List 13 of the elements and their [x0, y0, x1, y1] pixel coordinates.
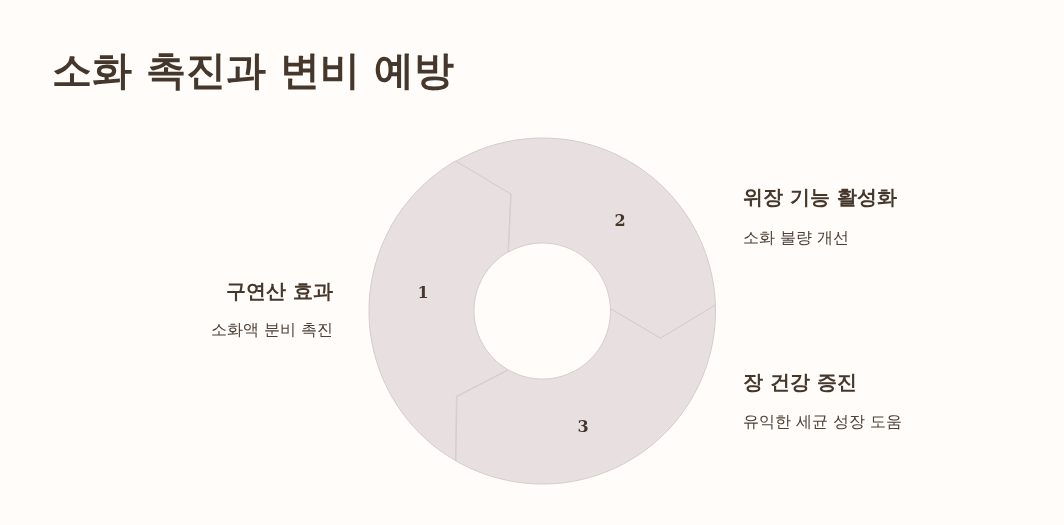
ring-segment — [455, 304, 715, 484]
step-description: 유익한 세균 성장 도움 — [743, 411, 903, 433]
step-heading: 위장 기능 활성화 — [743, 183, 897, 211]
step-number: 3 — [577, 416, 589, 436]
step-number: 2 — [614, 210, 626, 230]
step-description: 소화액 분비 촉진 — [210, 319, 333, 341]
ring-segment — [455, 138, 715, 339]
ring-segment — [369, 161, 511, 461]
step-description: 소화 불량 개선 — [743, 227, 850, 249]
step-heading: 장 건강 증진 — [743, 368, 857, 396]
step-heading: 구연산 효과 — [226, 277, 333, 305]
title: 소화 촉진과 변비 예방 — [52, 46, 454, 94]
step-number: 1 — [417, 282, 429, 302]
